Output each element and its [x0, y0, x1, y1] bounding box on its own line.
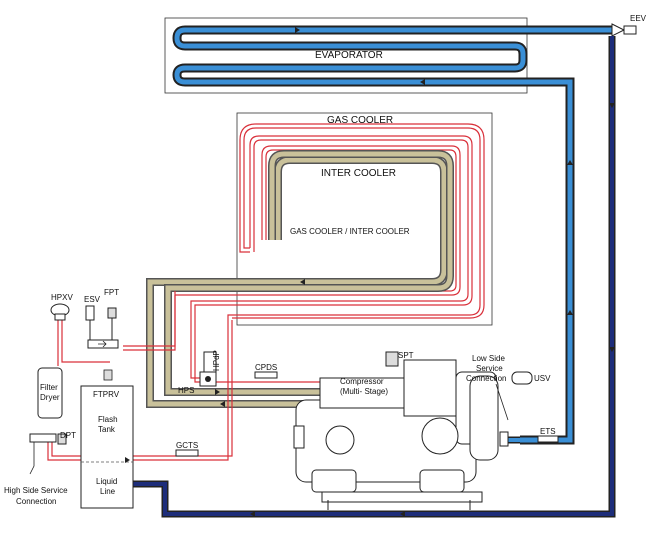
- hpxv-label: HPXV: [51, 293, 73, 302]
- intercooler-feed: [165, 380, 320, 395]
- inter-cooler-coil-2: [165, 151, 453, 380]
- spt-label: SPT: [398, 351, 414, 360]
- usv-label: USV: [534, 374, 551, 383]
- filter-dryer-body: [37, 367, 63, 419]
- low-side-service-label-3: Connection: [466, 374, 506, 383]
- dpt-high-side-service: DPT High Side Service Connection: [4, 431, 76, 506]
- gas-cooler-label: GAS COOLER: [327, 115, 393, 126]
- flow-arrows: [125, 27, 615, 517]
- gcts-sensor: [175, 449, 199, 457]
- hps-hpdp: HPS HPdP: [178, 350, 221, 395]
- inter-cooler-coil: [147, 157, 447, 400]
- low-side-service-label-1: Low Side: [472, 354, 505, 363]
- usv-valve: [511, 371, 533, 385]
- compressor-label-1: Compressor: [340, 377, 384, 386]
- high-pressure-lines: [47, 291, 328, 461]
- high-side-service-valve: [29, 433, 57, 443]
- cpds-label: CPDS: [255, 363, 277, 372]
- high-side-service-label-2: Connection: [16, 497, 56, 506]
- filter-dryer-label-2: Dryer: [40, 393, 60, 402]
- esv-label: ESV: [84, 295, 101, 304]
- gas-cooler-inter-cooler-label: GAS COOLER / INTER COOLER: [290, 227, 410, 236]
- gas-cooler-panel: GAS COOLER INTER COOLER GAS COOLER / INT…: [146, 112, 493, 400]
- cpds: CPDS: [254, 363, 278, 379]
- hpdp-label: HPdP: [212, 350, 221, 371]
- flash-tank-label-2: Tank: [98, 425, 116, 434]
- liquid-line-label-2: Line: [100, 487, 116, 496]
- liquid-line-label-1: Liquid: [96, 477, 117, 486]
- filter-dryer-label-1: Filter: [40, 383, 58, 392]
- fpt-label: FPT: [104, 288, 119, 297]
- hps-label: HPS: [178, 386, 194, 395]
- ftprv-valve: [103, 369, 113, 381]
- dpt-sensor: [57, 433, 67, 445]
- hpxv-valve: HPXV: [50, 293, 73, 321]
- high-side-service-label-1: High Side Service: [4, 486, 68, 495]
- esv-valve: [85, 305, 95, 321]
- ets-sensor: [537, 435, 559, 443]
- cpds-sensor: [254, 371, 278, 379]
- ets-label: ETS: [540, 427, 556, 436]
- flash-tank-label-1: Flash: [98, 415, 118, 424]
- esv-fpt: ESV FPT: [84, 288, 119, 349]
- gas-cooler-coils: [175, 123, 485, 340]
- filter-dryer: Filter Dryer: [37, 367, 63, 419]
- eev-valve: EEV: [611, 14, 647, 37]
- low-side-service-label-2: Service: [476, 364, 503, 373]
- flash-tank-body: [80, 385, 134, 509]
- hpdp-sensor: [203, 351, 217, 373]
- inter-cooler-label: INTER COOLER: [321, 168, 396, 179]
- eev-label: EEV: [630, 14, 647, 23]
- dpt-label: DPT: [60, 431, 76, 440]
- flash-tank: Flash Tank Liquid Line FTPRV: [80, 369, 134, 509]
- fpt-sensor: [107, 307, 117, 319]
- ftprv-label: FTPRV: [93, 390, 120, 399]
- gcts-label: GCTS: [176, 441, 198, 450]
- compressor: [293, 351, 509, 510]
- low-side-service: Low Side Service Connection USV ETS: [466, 354, 559, 443]
- gcts: GCTS: [175, 441, 199, 457]
- liquid-line: [126, 36, 614, 516]
- evaporator-label: EVAPORATOR: [315, 50, 383, 61]
- evaporator-panel: EVAPORATOR: [164, 17, 612, 445]
- evaporator-coil: [174, 27, 612, 443]
- compressor-label-2: (Multi- Stage): [340, 387, 388, 396]
